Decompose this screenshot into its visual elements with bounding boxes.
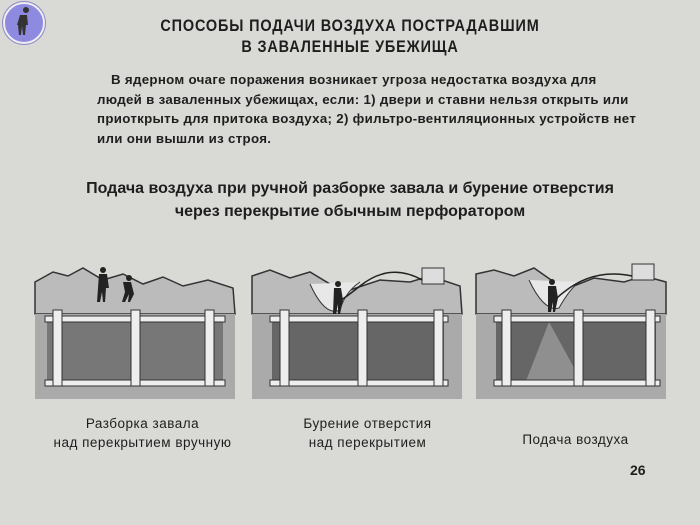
compressor-icon	[631, 263, 655, 281]
intro-paragraph: В ядерном очаге поражения возникает угро…	[97, 72, 637, 146]
compressor-icon	[421, 267, 445, 285]
driller-figure-icon	[333, 281, 343, 314]
caption-1-line-2: над перекрытием вручную	[53, 435, 232, 450]
caption-2-line-2: над перекрытием	[308, 435, 427, 450]
subtitle-line-2: через перекрытие обычным перфоратором	[174, 203, 526, 220]
caption-3: Подача воздуха	[522, 432, 629, 447]
logo-icon	[3, 2, 45, 44]
title-line-1: СПОСОБЫ ПОДАЧИ ВОЗДУХА ПОСТРАДАВШИМ	[160, 16, 540, 35]
diagram-manual-clearing	[34, 267, 236, 399]
diagram-air-supply	[475, 263, 667, 399]
subtitle-line-1: Подача воздуха при ручной разборке завал…	[86, 180, 614, 197]
caption-2-line-1: Бурение отверстия	[303, 416, 432, 431]
title-line-2: В ЗАВАЛЕННЫЕ УБЕЖИЩА	[241, 37, 459, 56]
caption-1-line-1: Разборка завала	[85, 416, 200, 431]
page-number: 26	[630, 462, 646, 478]
worker-figure-icon	[548, 279, 558, 312]
worker-figure-icon	[97, 267, 134, 302]
diagram-drilling	[251, 267, 463, 399]
